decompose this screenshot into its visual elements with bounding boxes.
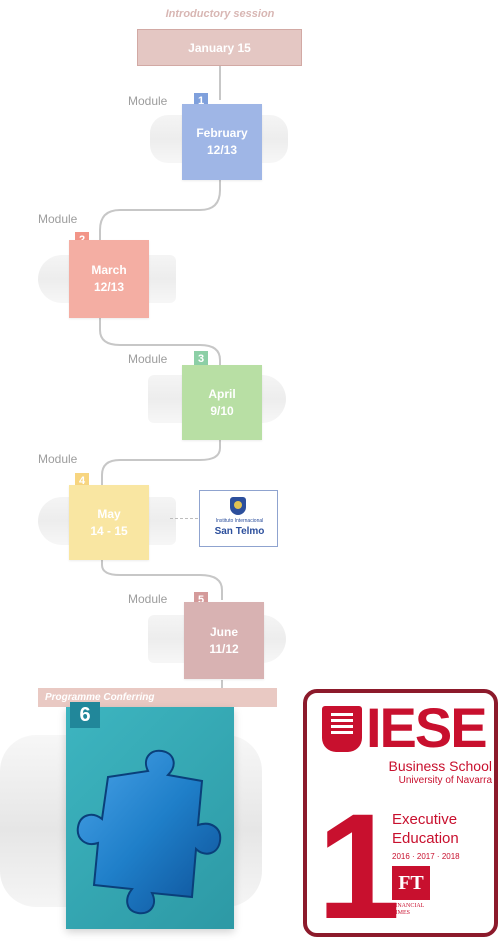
iese-university: University of Navarra <box>398 775 492 786</box>
module-5-card[interactable]: June 11/12 <box>184 602 264 679</box>
module-2-label: Module <box>38 212 78 226</box>
module-4-days: 14 - 15 <box>90 523 128 538</box>
module-6-card[interactable] <box>66 707 234 929</box>
module-5-month: June <box>209 624 238 639</box>
puzzle-piece-icon <box>76 749 222 915</box>
intro-date-label: January 15 <box>188 40 251 55</box>
module-2-month: March <box>91 263 127 277</box>
module-3-card[interactable]: April 9/10 <box>182 365 262 440</box>
ranking-years: 2016 · 2017 · 2018 <box>392 852 460 861</box>
module-4-card[interactable]: May 14 - 15 <box>69 485 149 560</box>
module-3-days: 9/10 <box>210 403 234 418</box>
ft-name: FINANCIAL TIMES <box>392 903 425 916</box>
ranking-number: 1 <box>317 782 401 950</box>
iese-brand: IESE <box>366 696 488 759</box>
programme-conferring-label: Programme Conferring <box>45 692 155 703</box>
module-6-number-badge: 6 <box>70 702 100 728</box>
module-5-days: 11/12 <box>209 641 239 656</box>
intro-session-title: Introductory session <box>165 8 275 20</box>
san-telmo-shield-icon <box>230 497 246 515</box>
module-1-label: Module <box>128 94 168 108</box>
iese-shield-icon <box>322 706 362 752</box>
module-5-label: Module <box>128 592 168 606</box>
module-1-card[interactable]: February 12/13 <box>182 104 262 180</box>
module-3-number-badge: 3 <box>194 351 208 367</box>
ranking-category-line2: Education <box>392 830 459 847</box>
module-4-label: Module <box>38 452 78 466</box>
ft-logo: FT <box>392 866 430 900</box>
module-3-month: April <box>208 386 236 401</box>
module-3-label: Module <box>128 352 168 366</box>
module-1-days: 12/13 <box>206 143 238 157</box>
intro-session-date: January 15 <box>137 29 302 66</box>
module-1-month: February <box>196 126 248 140</box>
san-telmo-subtitle: Instituto Internacional <box>215 518 264 524</box>
iese-ranking-badge: IESE Business School University of Navar… <box>303 689 498 941</box>
ranking-category-line1: Executive <box>392 811 458 828</box>
san-telmo-name: San Telmo <box>214 526 265 537</box>
iese-school: Business School <box>388 758 492 774</box>
san-telmo-logo: Instituto Internacional San Telmo <box>199 490 278 547</box>
module-2-card[interactable]: March 12/13 <box>69 240 149 318</box>
partner-link-line <box>170 518 198 519</box>
module-2-days: 12/13 <box>93 280 125 294</box>
module-4-month: May <box>97 506 121 521</box>
